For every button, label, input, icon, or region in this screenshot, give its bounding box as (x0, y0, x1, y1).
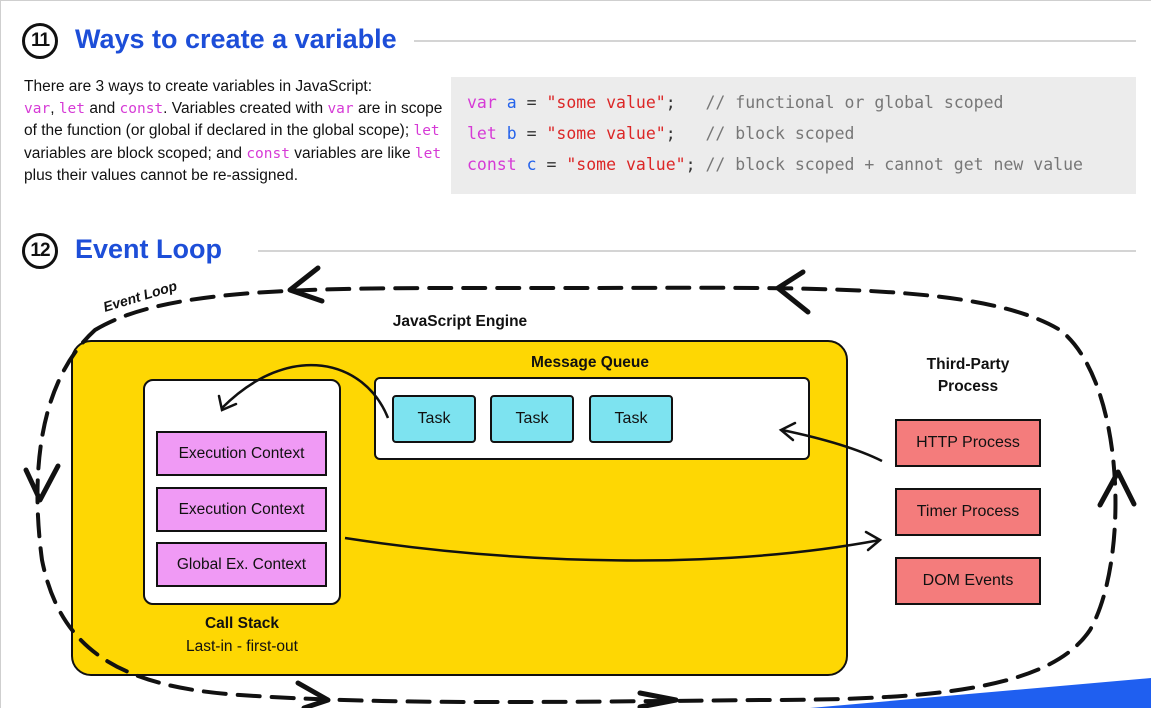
code-keyword: let (467, 124, 497, 143)
code-comment: // block scoped + cannot get new value (705, 155, 1083, 174)
keyword-let: let (414, 145, 442, 162)
code-block: var a = "some value"; // functional or g… (451, 77, 1136, 194)
arrowhead-icon (217, 394, 238, 412)
loop-arrowhead-icon (775, 269, 811, 315)
section-title: Event Loop (75, 234, 222, 264)
code-line: let b = "some value"; // block scoped (467, 124, 854, 143)
loop-arrowhead-icon (23, 463, 61, 503)
intro-text: variables are block scoped; and (24, 144, 247, 162)
global-execution-context: Global Ex. Context (156, 542, 327, 587)
section-number: 11 (30, 30, 50, 51)
code-variable: b (506, 124, 517, 143)
engine-label: JavaScript Engine (392, 313, 528, 330)
loop-arrowhead-icon (637, 690, 679, 708)
code-keyword: const (467, 155, 517, 174)
code-comment: // block scoped (705, 124, 855, 143)
intro-paragraph: There are 3 ways to create variables in … (24, 76, 444, 187)
intro-text: . Variables created with (163, 99, 328, 117)
code-line: const c = "some value"; // block scoped … (467, 155, 1083, 174)
queue-task: Task (589, 395, 673, 443)
code-operator: = (516, 124, 547, 143)
call-stack-sublabel: Last-in - first-out (186, 638, 298, 655)
code-string: "some value" (566, 155, 686, 174)
keyword-const: const (246, 145, 290, 162)
section-divider (258, 250, 1136, 252)
section-title: Ways to create a variable (75, 24, 397, 54)
intro-text: , (50, 99, 55, 117)
code-string: "some value" (546, 93, 666, 112)
loop-arrowhead-icon (1097, 469, 1137, 508)
call-stack-label: Call Stack (204, 615, 280, 632)
message-queue-label: Message Queue (530, 354, 650, 371)
intro-text: are in scope of the function (or global … (24, 99, 443, 140)
section-divider (414, 40, 1136, 42)
intro-text: and (85, 99, 120, 117)
arrowhead-icon (864, 530, 883, 552)
dom-events: DOM Events (895, 557, 1041, 605)
loop-arrowhead-icon (295, 680, 331, 708)
code-operator: = (516, 93, 547, 112)
task-to-stack-arrow (221, 363, 390, 419)
intro-text: There are 3 ways to create variables in … (24, 78, 373, 95)
http-process: HTTP Process (895, 419, 1041, 467)
stack-to-process-arrow (344, 536, 881, 562)
intro-text: plus their values cannot be re-assigned. (24, 167, 298, 184)
event-loop-path (35, 285, 1118, 705)
section-number: 12 (30, 240, 50, 261)
execution-context: Execution Context (156, 431, 327, 476)
code-keyword: var (467, 93, 497, 112)
keyword-var: var (24, 100, 51, 117)
third-party-label-line: Third-Party (926, 356, 1010, 373)
code-line: var a = "some value"; // functional or g… (467, 93, 1003, 112)
loop-arrowhead-icon (287, 265, 325, 304)
process-to-queue-arrow (781, 428, 883, 463)
queue-task: Task (490, 395, 574, 443)
keyword-let: let (413, 123, 440, 139)
corner-blue-shape (810, 678, 1151, 708)
section-number-badge: 11 (22, 23, 58, 59)
code-string: "some value" (546, 124, 666, 143)
keyword-let: let (58, 100, 86, 117)
arrowhead-icon (778, 421, 797, 442)
code-semicolon: ; (665, 93, 676, 112)
section-number-badge: 12 (22, 233, 58, 269)
code-operator: = (536, 155, 567, 174)
keyword-var: var (327, 100, 354, 117)
code-variable: a (506, 93, 517, 112)
keyword-const: const (119, 100, 164, 117)
code-semicolon: ; (665, 124, 676, 143)
execution-context: Execution Context (156, 487, 327, 532)
third-party-label-line: Process (937, 378, 999, 395)
timer-process: Timer Process (895, 488, 1041, 536)
third-party-label: Third-Party Process (868, 354, 1068, 398)
code-variable: c (526, 155, 537, 174)
code-semicolon: ; (685, 155, 696, 174)
intro-text: variables are like (289, 144, 415, 162)
queue-task: Task (392, 395, 476, 443)
code-comment: // functional or global scoped (705, 93, 1004, 112)
